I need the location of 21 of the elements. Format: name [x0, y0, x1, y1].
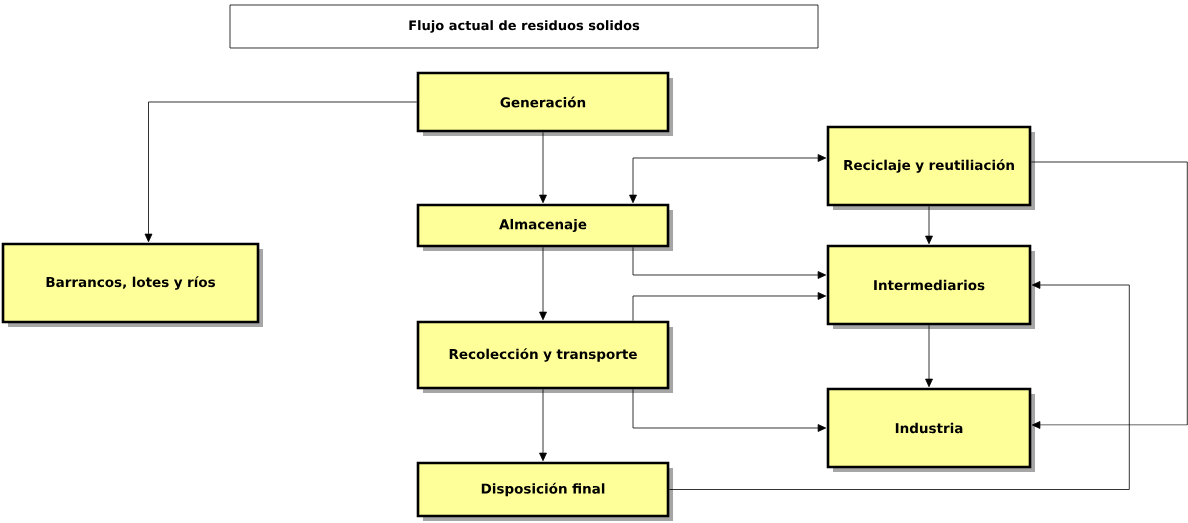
arrow: [632, 246, 827, 279]
arrow: [632, 292, 827, 322]
arrow: [925, 205, 933, 245]
arrow: [1030, 161, 1188, 429]
arrow: [539, 246, 547, 321]
process-box: Intermediarios: [826, 244, 1035, 329]
arrow: [539, 388, 547, 462]
process-box: Almacenaje: [416, 203, 673, 251]
title-box: Flujo actual de residuos solidos: [229, 4, 819, 49]
process-box: Reciclaje y reutiliación: [826, 125, 1035, 210]
arrow: [539, 131, 547, 204]
arrow: [668, 281, 1130, 490]
process-box: Disposición final: [416, 461, 673, 521]
process-box: Industria: [826, 387, 1035, 472]
process-box: Recolección y transporte: [416, 320, 673, 393]
arrow: [925, 324, 933, 388]
process-box: Barrancos, lotes y ríos: [1, 242, 263, 327]
arrow: [144, 101, 418, 243]
arrow: [629, 154, 827, 204]
process-box: Generación: [416, 71, 673, 136]
arrow: [632, 388, 827, 432]
